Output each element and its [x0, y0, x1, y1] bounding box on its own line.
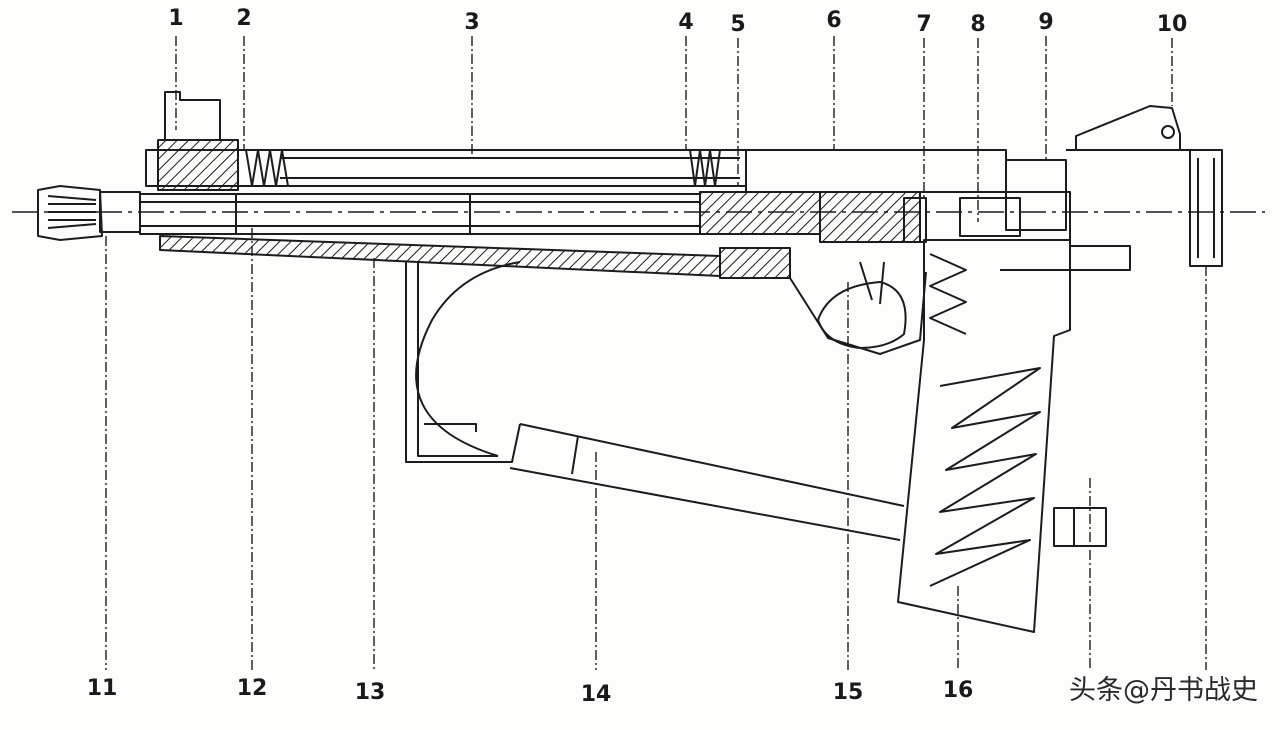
front-sight	[157, 91, 239, 191]
callout-7: 7	[916, 12, 932, 37]
callout-15: 15	[832, 680, 864, 705]
callout-3: 3	[464, 10, 480, 35]
callout-6: 6	[826, 8, 842, 33]
callout-2: 2	[236, 6, 252, 31]
callout-16: 16	[942, 678, 974, 703]
callout-12: 12	[236, 676, 268, 701]
callout-14: 14	[580, 682, 612, 707]
bolt-carrier	[699, 191, 927, 243]
magazine	[897, 239, 1071, 633]
butt-plate	[1189, 149, 1223, 267]
callout-13: 13	[354, 680, 386, 705]
callout-5: 5	[730, 12, 746, 37]
magazine-release	[1053, 507, 1107, 547]
muzzle-device	[37, 185, 141, 241]
callout-8: 8	[970, 12, 986, 37]
callout-11: 11	[86, 676, 118, 701]
leader-lines	[105, 36, 1207, 670]
trigger-guard	[789, 261, 927, 355]
callout-10: 10	[1156, 12, 1188, 37]
rear-sight	[1066, 105, 1210, 151]
folding-stock	[405, 261, 905, 541]
callout-1: 1	[168, 6, 184, 31]
callout-4: 4	[678, 10, 694, 35]
watermark: 头条@丹书战史	[1069, 675, 1258, 706]
handguard	[159, 235, 791, 279]
barrel	[139, 193, 701, 235]
callout-9: 9	[1038, 10, 1054, 35]
